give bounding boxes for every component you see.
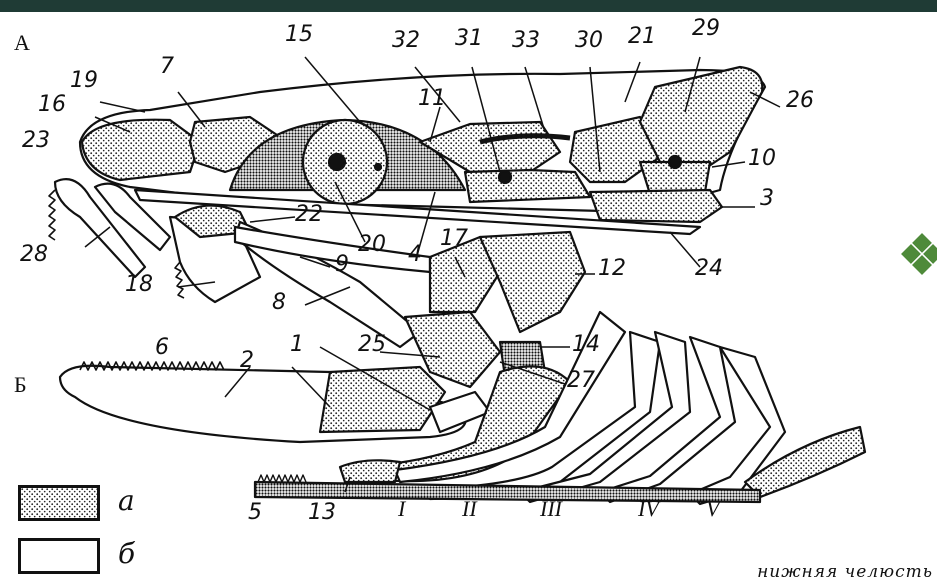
part-label-16: 16 [38,94,66,116]
part-label-7: 7 [160,56,174,78]
part-label-30: 30 [575,30,603,52]
caption-text: нижняя челюсть [757,562,933,582]
legend-swatch-b [18,538,100,574]
part-label-17: 17 [440,228,468,250]
part-label-4: 4 [408,244,422,266]
legend-label-a: а [118,487,135,515]
legend-label-b: б [118,540,135,568]
part-label-21: 21 [628,26,656,48]
part-label-33: 33 [512,30,540,52]
part-label-20: 20 [358,234,386,256]
teeth-5 [258,475,306,482]
part-label-1: 1 [290,334,304,356]
part-label-11: 11 [418,88,446,110]
part-label-5: 5 [248,502,262,524]
small-dot [375,164,381,170]
diagram-stage: А Б 15 7 19 16 23 11 32 31 33 30 21 29 2… [0,12,937,586]
part-label-13: 13 [308,502,336,524]
bone-31 [465,170,590,202]
stipple-fill [21,488,97,518]
part-label-22: 22 [295,204,323,226]
arch-label-IV: IV [638,498,659,520]
part-label-31: 31 [455,28,483,50]
part-label-25: 25 [358,334,386,356]
part-label-19: 19 [70,70,98,92]
top-bar [0,0,937,12]
part-label-3: 3 [760,188,774,210]
teeth-23 [49,190,55,240]
part-label-2: 2 [240,350,254,372]
arch-label-III: III [540,498,562,520]
dot-10 [669,156,681,168]
part-label-23: 23 [22,130,50,152]
diamond-ornament-icon [898,230,937,278]
basibranchial [255,482,760,502]
section-label-b: Б [14,374,27,396]
part-label-15: 15 [285,24,313,46]
part-label-9: 9 [335,254,349,276]
orbit-dot [329,154,345,170]
part-label-32: 32 [392,30,420,52]
bone-2 [320,367,445,432]
bone-16 [82,120,200,180]
part-label-14: 14 [572,334,600,356]
arch-label-II: II [462,498,477,520]
part-label-18: 18 [125,274,153,296]
dot-31 [499,171,511,183]
part-label-10: 10 [748,148,776,170]
legend-swatch-a [18,485,100,521]
part-label-28: 28 [20,244,48,266]
part-label-12: 12 [598,258,626,280]
part-label-8: 8 [272,292,286,314]
section-label-a: А [14,32,30,54]
part-label-6: 6 [155,337,169,359]
bone-12 [480,232,585,332]
part-label-27: 27 [567,370,595,392]
part-label-24: 24 [695,258,723,280]
arch-label-V: V [706,498,719,520]
part-label-26: 26 [786,90,814,112]
bone-3 [590,190,722,222]
part-label-29: 29 [692,18,720,40]
arch-label-I: I [398,498,405,520]
